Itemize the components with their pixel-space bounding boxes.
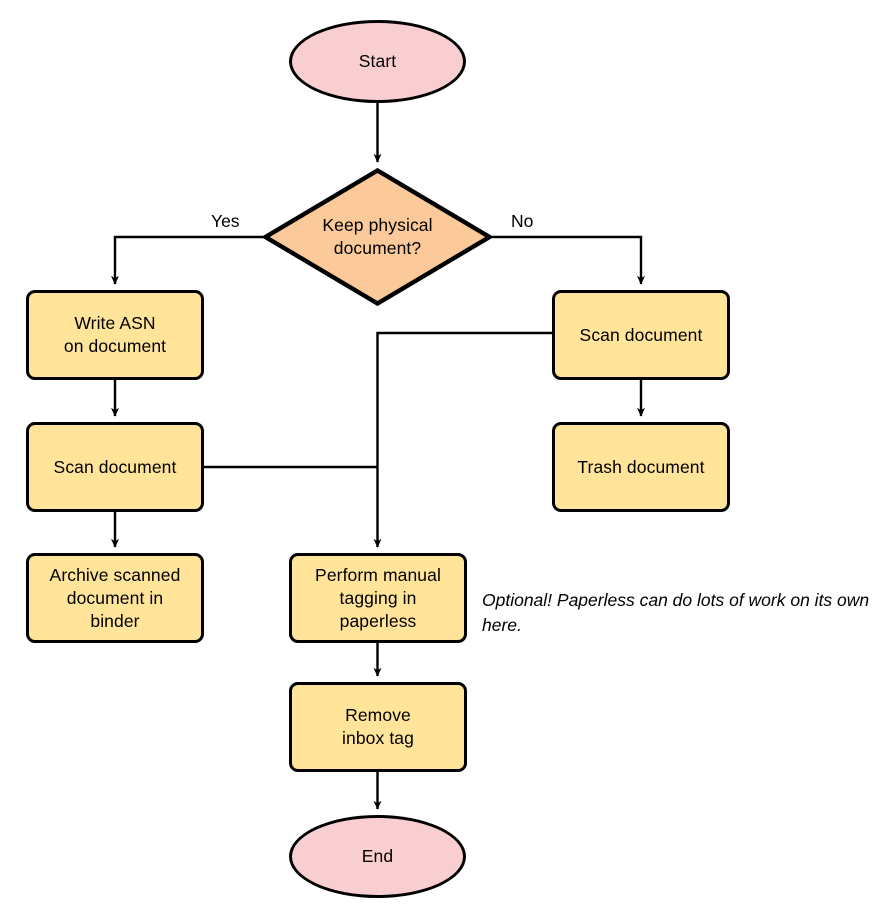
node-archive-in-binder[interactable]: Archive scanned document in binder — [26, 553, 204, 643]
node-end[interactable]: End — [289, 815, 466, 898]
node-remove-inbox-tag-label: Remove inbox tag — [342, 705, 414, 748]
node-trash-document-label: Trash document — [577, 456, 705, 477]
node-keep-physical-document[interactable]: Keep physical document? — [263, 168, 492, 306]
node-start[interactable]: Start — [289, 20, 466, 103]
node-scan-document-left-label: Scan document — [53, 456, 177, 477]
edge-label-no: No — [509, 211, 536, 231]
node-end-label: End — [361, 846, 394, 866]
edge-decision-to-scan-right — [492, 235, 645, 285]
node-perform-manual-tagging[interactable]: Perform manual tagging in paperless — [289, 553, 467, 643]
node-scan-document-left[interactable]: Scan document — [26, 422, 204, 512]
node-write-asn[interactable]: Write ASN on document — [26, 290, 204, 380]
node-start-label: Start — [358, 51, 397, 71]
node-scan-document-right[interactable]: Scan document — [552, 290, 730, 380]
node-remove-inbox-tag[interactable]: Remove inbox tag — [289, 682, 467, 772]
node-write-asn-label: Write ASN on document — [63, 313, 167, 356]
edge-label-yes: Yes — [209, 211, 242, 231]
node-perform-manual-tagging-label: Perform manual tagging in paperless — [315, 564, 441, 631]
node-archive-in-binder-label: Archive scanned document in binder — [49, 564, 181, 631]
edge-decision-to-write-asn — [111, 235, 263, 285]
diamond-shape — [263, 168, 492, 306]
node-keep-physical-document-label: Keep physical document? — [322, 215, 433, 258]
node-scan-document-right-label: Scan document — [579, 324, 703, 345]
edge-scan-right-to-manual-tagging — [373, 331, 552, 548]
optional-note: Optional! Paperless can do lots of work … — [482, 590, 870, 635]
node-trash-document[interactable]: Trash document — [552, 422, 730, 512]
